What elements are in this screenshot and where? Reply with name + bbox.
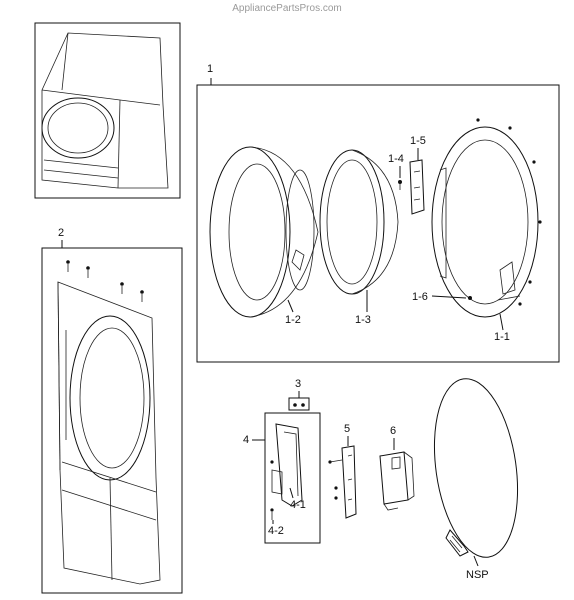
door-screw-part (398, 180, 402, 190)
door-handle-group: 4 4-1 4-2 (243, 412, 321, 544)
small-screw-a (293, 403, 297, 407)
callout-1-1: 1-1 (494, 331, 510, 343)
callout-4-1-leader (289, 487, 294, 499)
door-handle-part (270, 423, 303, 520)
dryer-cabinet-drawing (41, 32, 169, 189)
door-bottom-screw-part (468, 296, 472, 300)
callout-3: 3 (295, 378, 301, 390)
callout-1: 1 (207, 63, 213, 75)
callout-5: 5 (344, 423, 350, 435)
front-panel-drawing (57, 260, 161, 585)
callout-4-2: 4-2 (268, 525, 284, 537)
overview-frame (34, 22, 181, 199)
door-glass-part (319, 149, 399, 295)
callout-2: 2 (58, 227, 64, 239)
nsp-group: NSP (433, 378, 519, 581)
front-panel-frame (41, 247, 183, 594)
door-lock-group: 6 (379, 425, 415, 511)
lever-group: 5 (328, 423, 357, 519)
callout-6: 6 (390, 425, 396, 437)
callout-4: 4 (243, 434, 249, 446)
appliance-overview (34, 22, 181, 199)
callout-nsp-leader (473, 555, 479, 567)
callout-1-4: 1-4 (388, 153, 404, 165)
callout-1-6: 1-6 (412, 291, 428, 303)
door-hinge-part (409, 159, 425, 215)
callout-4-1: 4-1 (290, 499, 306, 511)
callout-1-2-leader (287, 299, 294, 313)
callout-1-3: 1-3 (355, 314, 371, 326)
door-gasket-part (433, 378, 519, 558)
door-lock-part (379, 451, 415, 511)
callout-1-6-leader (431, 295, 467, 299)
small-parts-frame (288, 397, 310, 411)
door-inner-frame-part (431, 118, 542, 318)
door-assembly-group: 1 1-2 1-3 1-4 (196, 63, 560, 363)
small-screw-b (301, 403, 305, 407)
callout-1-2: 1-2 (285, 314, 301, 326)
door-frame-cover-part (209, 146, 319, 318)
front-panel-group: 2 (41, 227, 183, 594)
lever-part (328, 445, 357, 519)
door-assembly-frame (196, 84, 560, 363)
watermark: AppliancePartsPros.com (232, 3, 342, 14)
small-parts-group: 3 (288, 378, 310, 411)
door-handle-frame (264, 412, 321, 544)
callout-nsp: NSP (466, 569, 489, 581)
callout-1-5: 1-5 (410, 135, 426, 147)
callout-1-1-leader (499, 313, 504, 331)
